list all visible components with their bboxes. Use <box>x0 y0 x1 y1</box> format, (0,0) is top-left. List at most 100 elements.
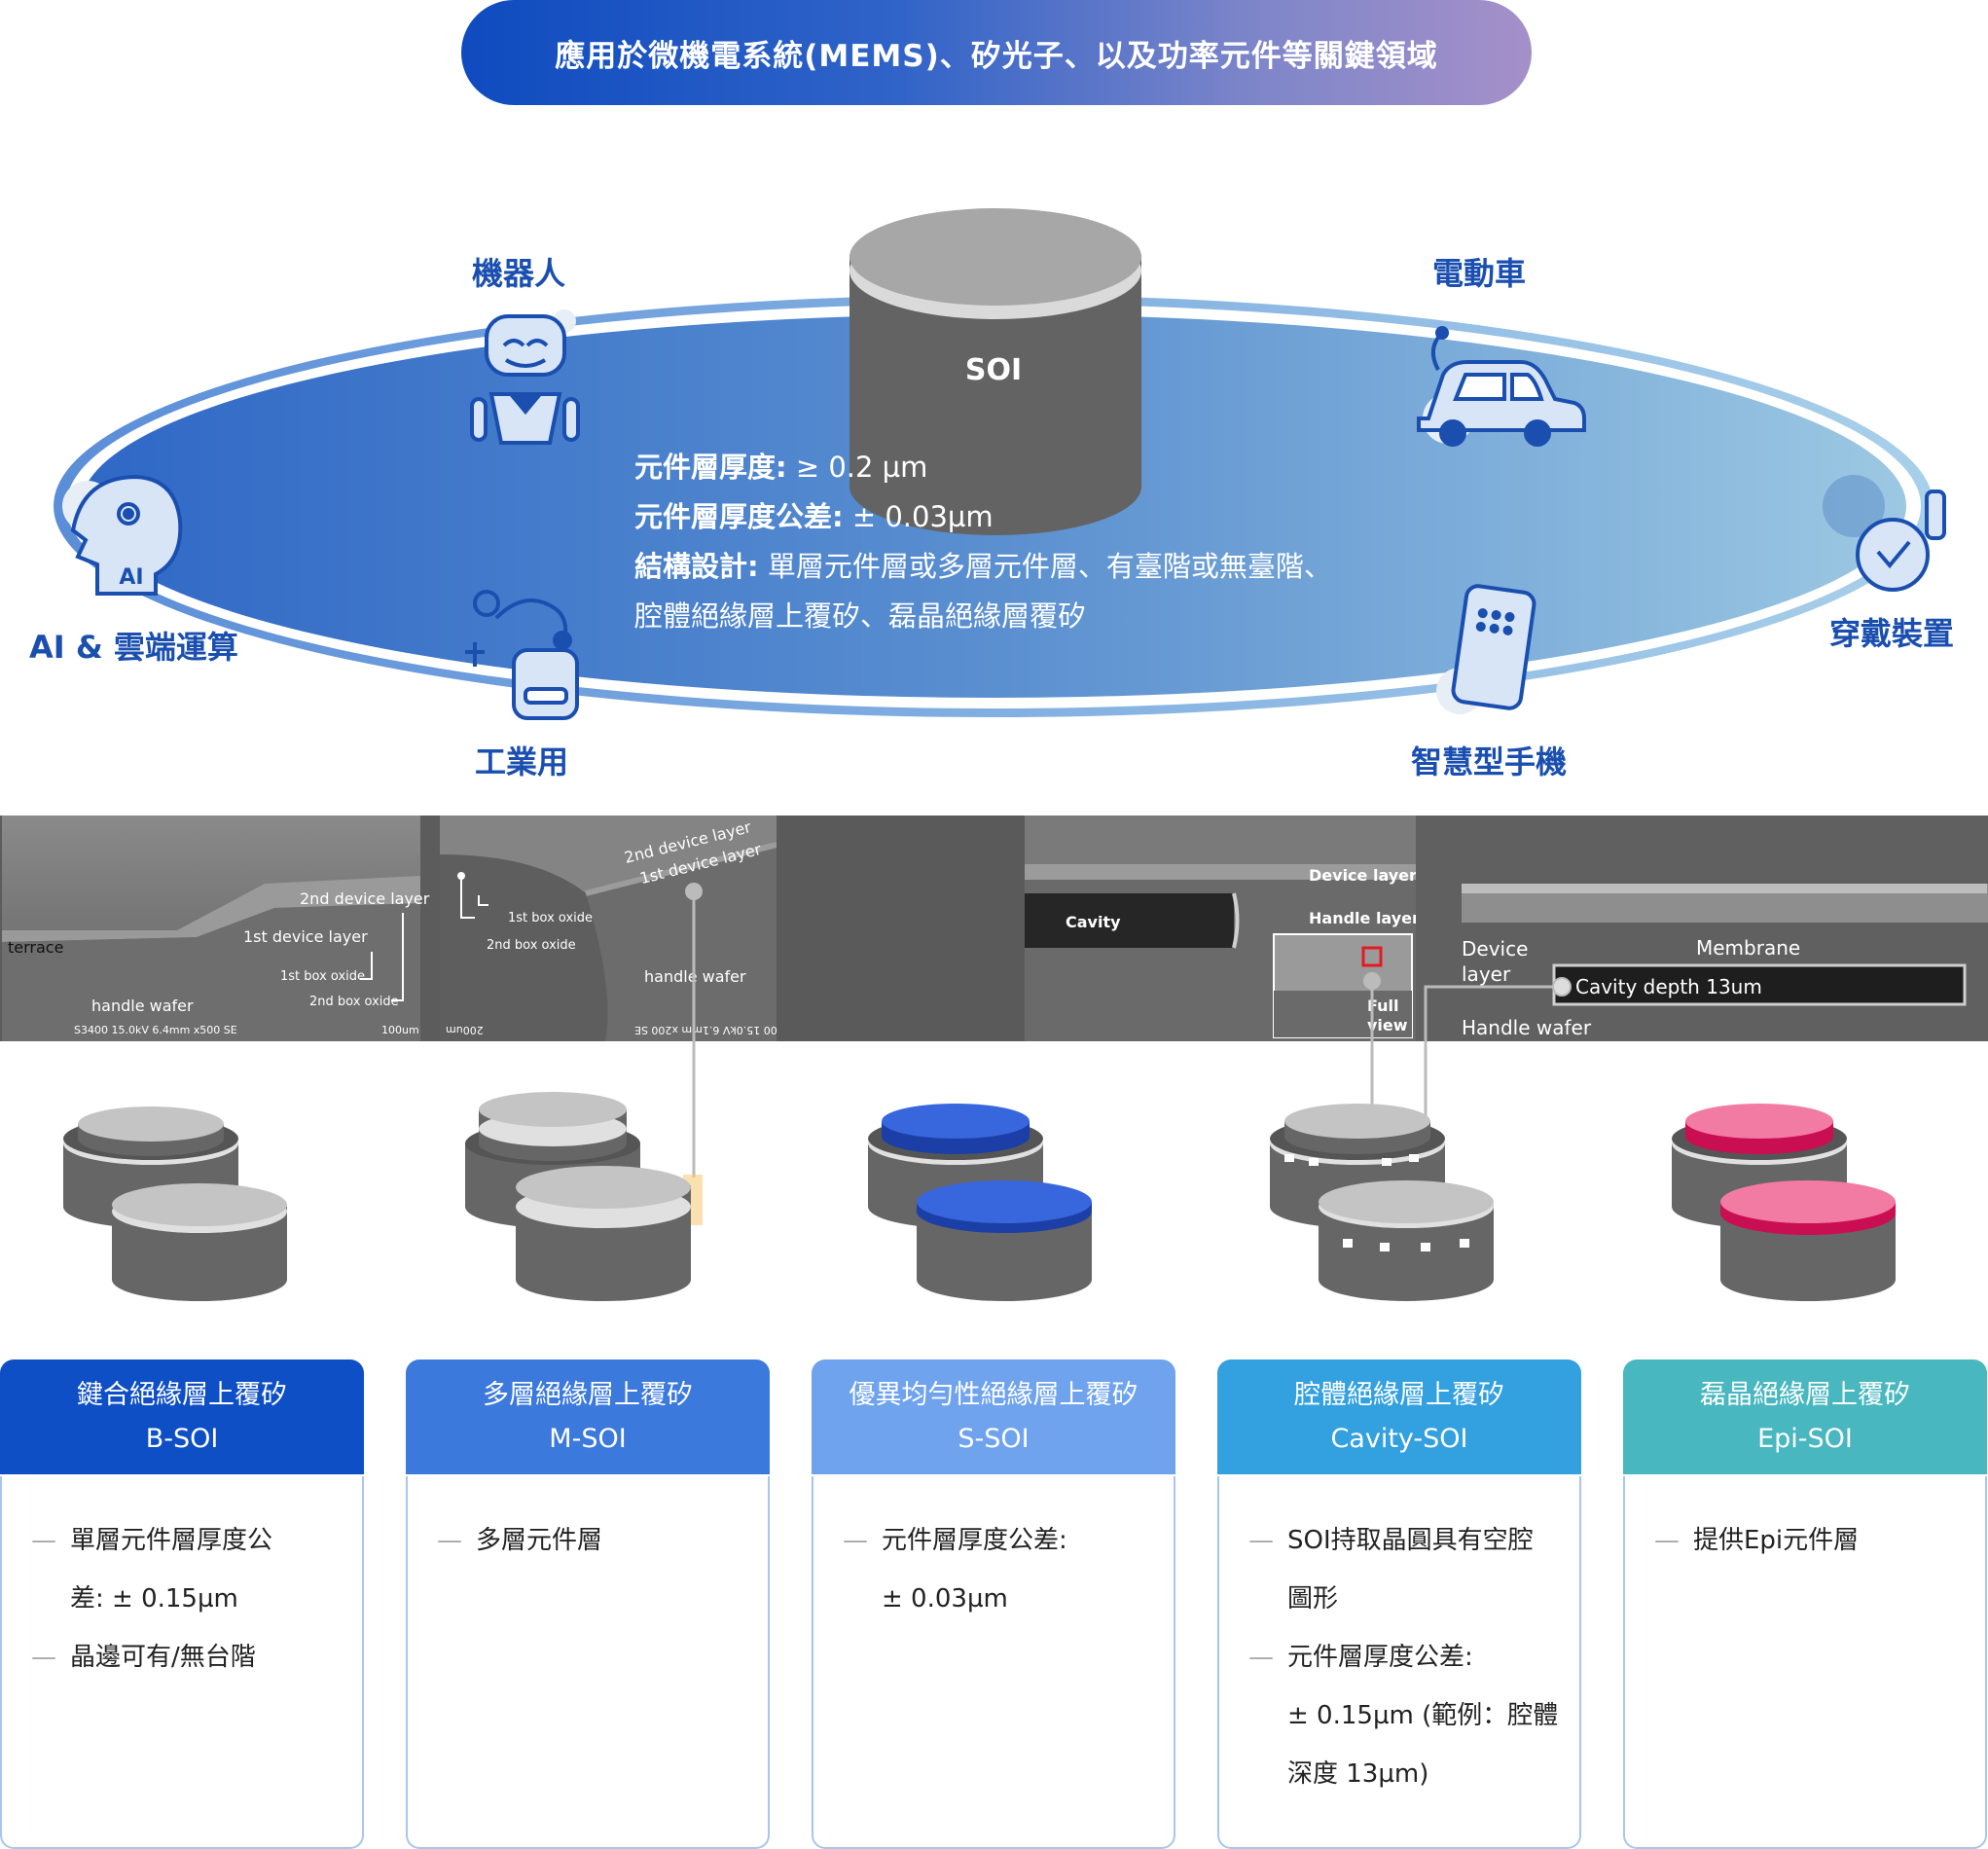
dash-marker: — <box>31 1643 56 1672</box>
sem-epi-device: Device layer <box>1462 937 1529 986</box>
list-item: — 提供Epi元件層 <box>1654 1511 1966 1570</box>
label-industrial: 工業用 <box>475 743 569 780</box>
spec-structure: 結構設計: 單層元件層或多層元件層、有臺階或無臺階、 <box>634 542 1332 592</box>
list-item: 差: ± 0.15µm <box>31 1570 343 1628</box>
sem-msoi-handle: handle wafer <box>644 967 746 986</box>
card-epi-body: — 提供Epi元件層 <box>1623 1476 1987 1849</box>
wafer-ssoi-front-top <box>917 1180 1092 1223</box>
card-msoi-title: 多層絕緣層上覆矽 <box>483 1380 693 1410</box>
smartwatch-icon <box>1823 475 1946 592</box>
sem-epi-handle: Handle wafer <box>1462 1016 1592 1039</box>
sem-cavity-handle: Handle layer <box>1309 909 1420 927</box>
sem-msoi-box2: 2nd box oxide <box>487 938 576 953</box>
sem-bsoi-box1: 1st box oxide <box>280 969 366 984</box>
banner-text: 應用於微機電系統(MEMS)、矽光子、以及功率元件等關鍵領域 <box>555 38 1438 74</box>
wafer-bsoi-back <box>63 1106 238 1228</box>
card-ssoi-title: 優異均勻性絕緣層上覆矽 <box>849 1380 1139 1410</box>
spec-thickness: 元件層厚度: ≥ 0.2 µm <box>634 443 1332 492</box>
card-cavity-code: Cavity-SOI <box>1330 1424 1468 1454</box>
card-bsoi-body: — 單層元件層厚度公 差: ± 0.15µm — 晶邊可有/無台階 <box>0 1476 364 1849</box>
label-ai-cloud: AI & 雲端運算 <box>29 629 238 666</box>
item-text: 提供Epi元件層 <box>1693 1526 1860 1555</box>
spec-thickness-value: ≥ 0.2 µm <box>795 451 928 484</box>
smartphone-icon <box>1436 584 1536 714</box>
card-epi-soi: 磊晶絕緣層上覆矽 Epi-SOI — 提供Epi元件層 <box>1623 1360 1987 1849</box>
list-item: — 單層元件層厚度公 <box>31 1511 343 1570</box>
sem-epi-depth: Cavity depth 13um <box>1575 975 1762 998</box>
card-bsoi-header: 鍵合絕緣層上覆矽 B-SOI <box>0 1360 364 1474</box>
top-banner: 應用於微機電系統(MEMS)、矽光子、以及功率元件等關鍵領域 <box>461 0 1532 105</box>
soi-specs: 元件層厚度: ≥ 0.2 µm 元件層厚度公差: ± 0.03µm 結構設計: … <box>634 443 1332 641</box>
wafer-epi-front-top <box>1720 1180 1896 1223</box>
label-ev: 電動車 <box>1432 255 1527 292</box>
spec-tolerance: 元件層厚度公差: ± 0.03µm <box>634 492 1332 542</box>
wafer-bsoi-front <box>112 1183 287 1301</box>
dash-marker: — <box>843 1526 868 1555</box>
sem-cavity-layers <box>1025 816 1416 1038</box>
sem-msoi-meta: S3400 15.0kV 6.1mm x200 SE <box>634 1024 798 1036</box>
card-msoi-header: 多層絕緣層上覆矽 M-SOI <box>406 1360 770 1474</box>
sem-bsoi-scale: 100um <box>381 1024 419 1036</box>
dash-marker: — <box>1248 1643 1274 1672</box>
item-text: 元件層厚度公差: <box>882 1526 1067 1555</box>
card-bsoi: 鍵合絕緣層上覆矽 B-SOI — 單層元件層厚度公 差: ± 0.15µm — 晶邊… <box>0 1360 364 1849</box>
sem-bsoi-meta: S3400 15.0kV 6.4mm x500 SE <box>74 1024 237 1036</box>
card-msoi: 多層絕緣層上覆矽 M-SOI — 多層元件層 <box>406 1360 770 1849</box>
item-text: ± 0.15µm (範例：腔體 <box>1287 1701 1559 1730</box>
sem-epi-membrane: Membrane <box>1696 936 1801 960</box>
robot-icon <box>470 309 580 445</box>
card-ssoi-body: — 元件層厚度公差: ± 0.03µm <box>812 1476 1175 1849</box>
sem-epi: Device layer Membrane Cavity depth 13um … <box>1416 816 1988 1041</box>
dash-marker: — <box>1248 1526 1274 1555</box>
card-bsoi-title: 鍵合絕緣層上覆矽 <box>77 1380 287 1410</box>
item-text: 多層元件層 <box>476 1526 603 1555</box>
dash-marker: — <box>31 1526 56 1555</box>
list-item: — 元件層厚度公差: <box>1248 1628 1560 1686</box>
sem-cavity-fullview: Full view <box>1367 997 1408 1034</box>
sem-msoi-scale: 200um <box>446 1024 484 1036</box>
list-item: — 晶邊可有/無台階 <box>31 1628 343 1686</box>
sem-bsoi-terrace: terrace <box>8 938 64 957</box>
wafer-cavity-front <box>1319 1180 1494 1301</box>
sem-bsoi: 2nd device layer 1st device layer terrac… <box>2 816 429 1041</box>
sem-msoi: 2nd device layer 1st device layer 1st bo… <box>440 816 798 1041</box>
item-text: ± 0.03µm <box>882 1584 1008 1613</box>
wafer-epi-back-top <box>1685 1104 1833 1139</box>
list-item: ± 0.03µm <box>843 1570 1154 1628</box>
spec-thickness-label: 元件層厚度: <box>634 451 787 484</box>
label-wearable: 穿戴裝置 <box>1829 615 1955 652</box>
list-item: — SOI持取晶圓具有空腔 <box>1248 1511 1560 1570</box>
card-ssoi-code: S-SOI <box>958 1424 1030 1454</box>
item-text: 元件層厚度公差: <box>1287 1643 1473 1672</box>
dash-marker: — <box>1654 1526 1680 1555</box>
card-msoi-body: — 多層元件層 <box>406 1476 770 1849</box>
sem-cavity: Device layer Handle layer Cavity Full vi… <box>1025 816 1420 1041</box>
sem-bsoi-device2: 2nd device layer <box>300 889 430 908</box>
sem-cavity-device: Device layer <box>1309 866 1417 885</box>
card-cavity-header: 腔體絕緣層上覆矽 Cavity-SOI <box>1217 1360 1581 1474</box>
card-epi-code: Epi-SOI <box>1757 1424 1853 1454</box>
card-cavity-soi: 腔體絕緣層上覆矽 Cavity-SOI — SOI持取晶圓具有空腔 圖形 — 元件層… <box>1217 1360 1581 1849</box>
card-ssoi: 優異均勻性絕緣層上覆矽 S-SOI — 元件層厚度公差: ± 0.03µm <box>812 1360 1175 1849</box>
wafer-epi-front <box>1720 1180 1896 1301</box>
sem-msoi-layers <box>440 816 777 1041</box>
item-text: 晶邊可有/無台階 <box>70 1643 256 1672</box>
card-bsoi-code: B-SOI <box>145 1424 219 1454</box>
list-item: — 多層元件層 <box>437 1511 748 1570</box>
dash-marker: — <box>437 1526 462 1555</box>
wafer-ssoi-front <box>917 1180 1092 1301</box>
spec-tolerance-value: ± 0.03µm <box>851 500 994 533</box>
item-text: 差: ± 0.15µm <box>70 1584 238 1613</box>
item-text: 深度 13µm) <box>1287 1759 1429 1789</box>
card-epi-header: 磊晶絕緣層上覆矽 Epi-SOI <box>1623 1360 1987 1474</box>
application-ellipse-diagram: SOI AI <box>54 208 1946 720</box>
sem-epi-layers <box>1462 884 1988 1006</box>
car-icon <box>1417 326 1586 447</box>
item-text: 單層元件層厚度公 <box>70 1526 273 1555</box>
list-item: 圖形 <box>1248 1570 1560 1628</box>
sem-bsoi-device1: 1st device layer <box>243 927 368 946</box>
soi-label: SOI <box>965 353 1022 387</box>
item-text: SOI持取晶圓具有空腔 <box>1287 1526 1534 1555</box>
spec-structure-label: 結構設計: <box>634 550 759 583</box>
spec-tolerance-label: 元件層厚度公差: <box>634 500 844 533</box>
